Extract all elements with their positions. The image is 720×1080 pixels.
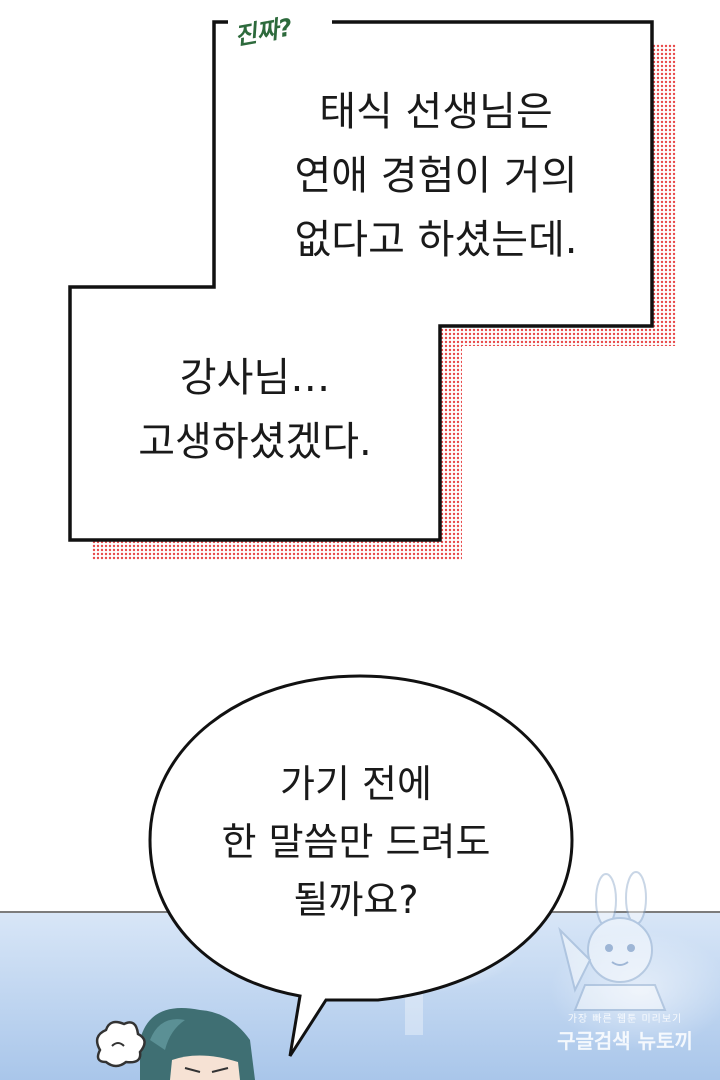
sigh-puff-icon bbox=[95, 1020, 146, 1068]
character-head bbox=[140, 1008, 255, 1080]
narration-line: 고생하셨겠다. bbox=[138, 419, 372, 465]
speech-line: 될까요? bbox=[293, 878, 419, 922]
speech-line: 한 말씀만 드려도 bbox=[221, 820, 491, 864]
bunny-mascot-icon bbox=[558, 871, 667, 1011]
speech-bubble-text: 가기 전에 한 말씀만 드려도 될까요? bbox=[176, 755, 536, 929]
narration-line: 없다고 하셨는데. bbox=[294, 217, 578, 263]
speech-line: 가기 전에 bbox=[280, 762, 432, 806]
narration-top-text: 태식 선생님은 연애 경험이 거의 없다고 하셨는데. bbox=[236, 80, 636, 272]
watermark: 가장 빠른 웹툰 미리보기 구글검색 뉴토끼 bbox=[540, 1010, 710, 1054]
narration-bottom-text: 강사님… 고생하셨겠다. bbox=[70, 346, 440, 474]
narration-line: 강사님… bbox=[179, 355, 331, 401]
narration-line: 태식 선생님은 bbox=[319, 89, 553, 135]
watermark-line2: 구글검색 뉴토끼 bbox=[557, 1029, 693, 1053]
speech-bubble bbox=[148, 674, 574, 1057]
watermark-line1: 가장 빠른 웹툰 미리보기 bbox=[567, 1014, 683, 1025]
narration-box bbox=[68, 20, 654, 542]
narration-line: 연애 경험이 거의 bbox=[294, 153, 578, 199]
